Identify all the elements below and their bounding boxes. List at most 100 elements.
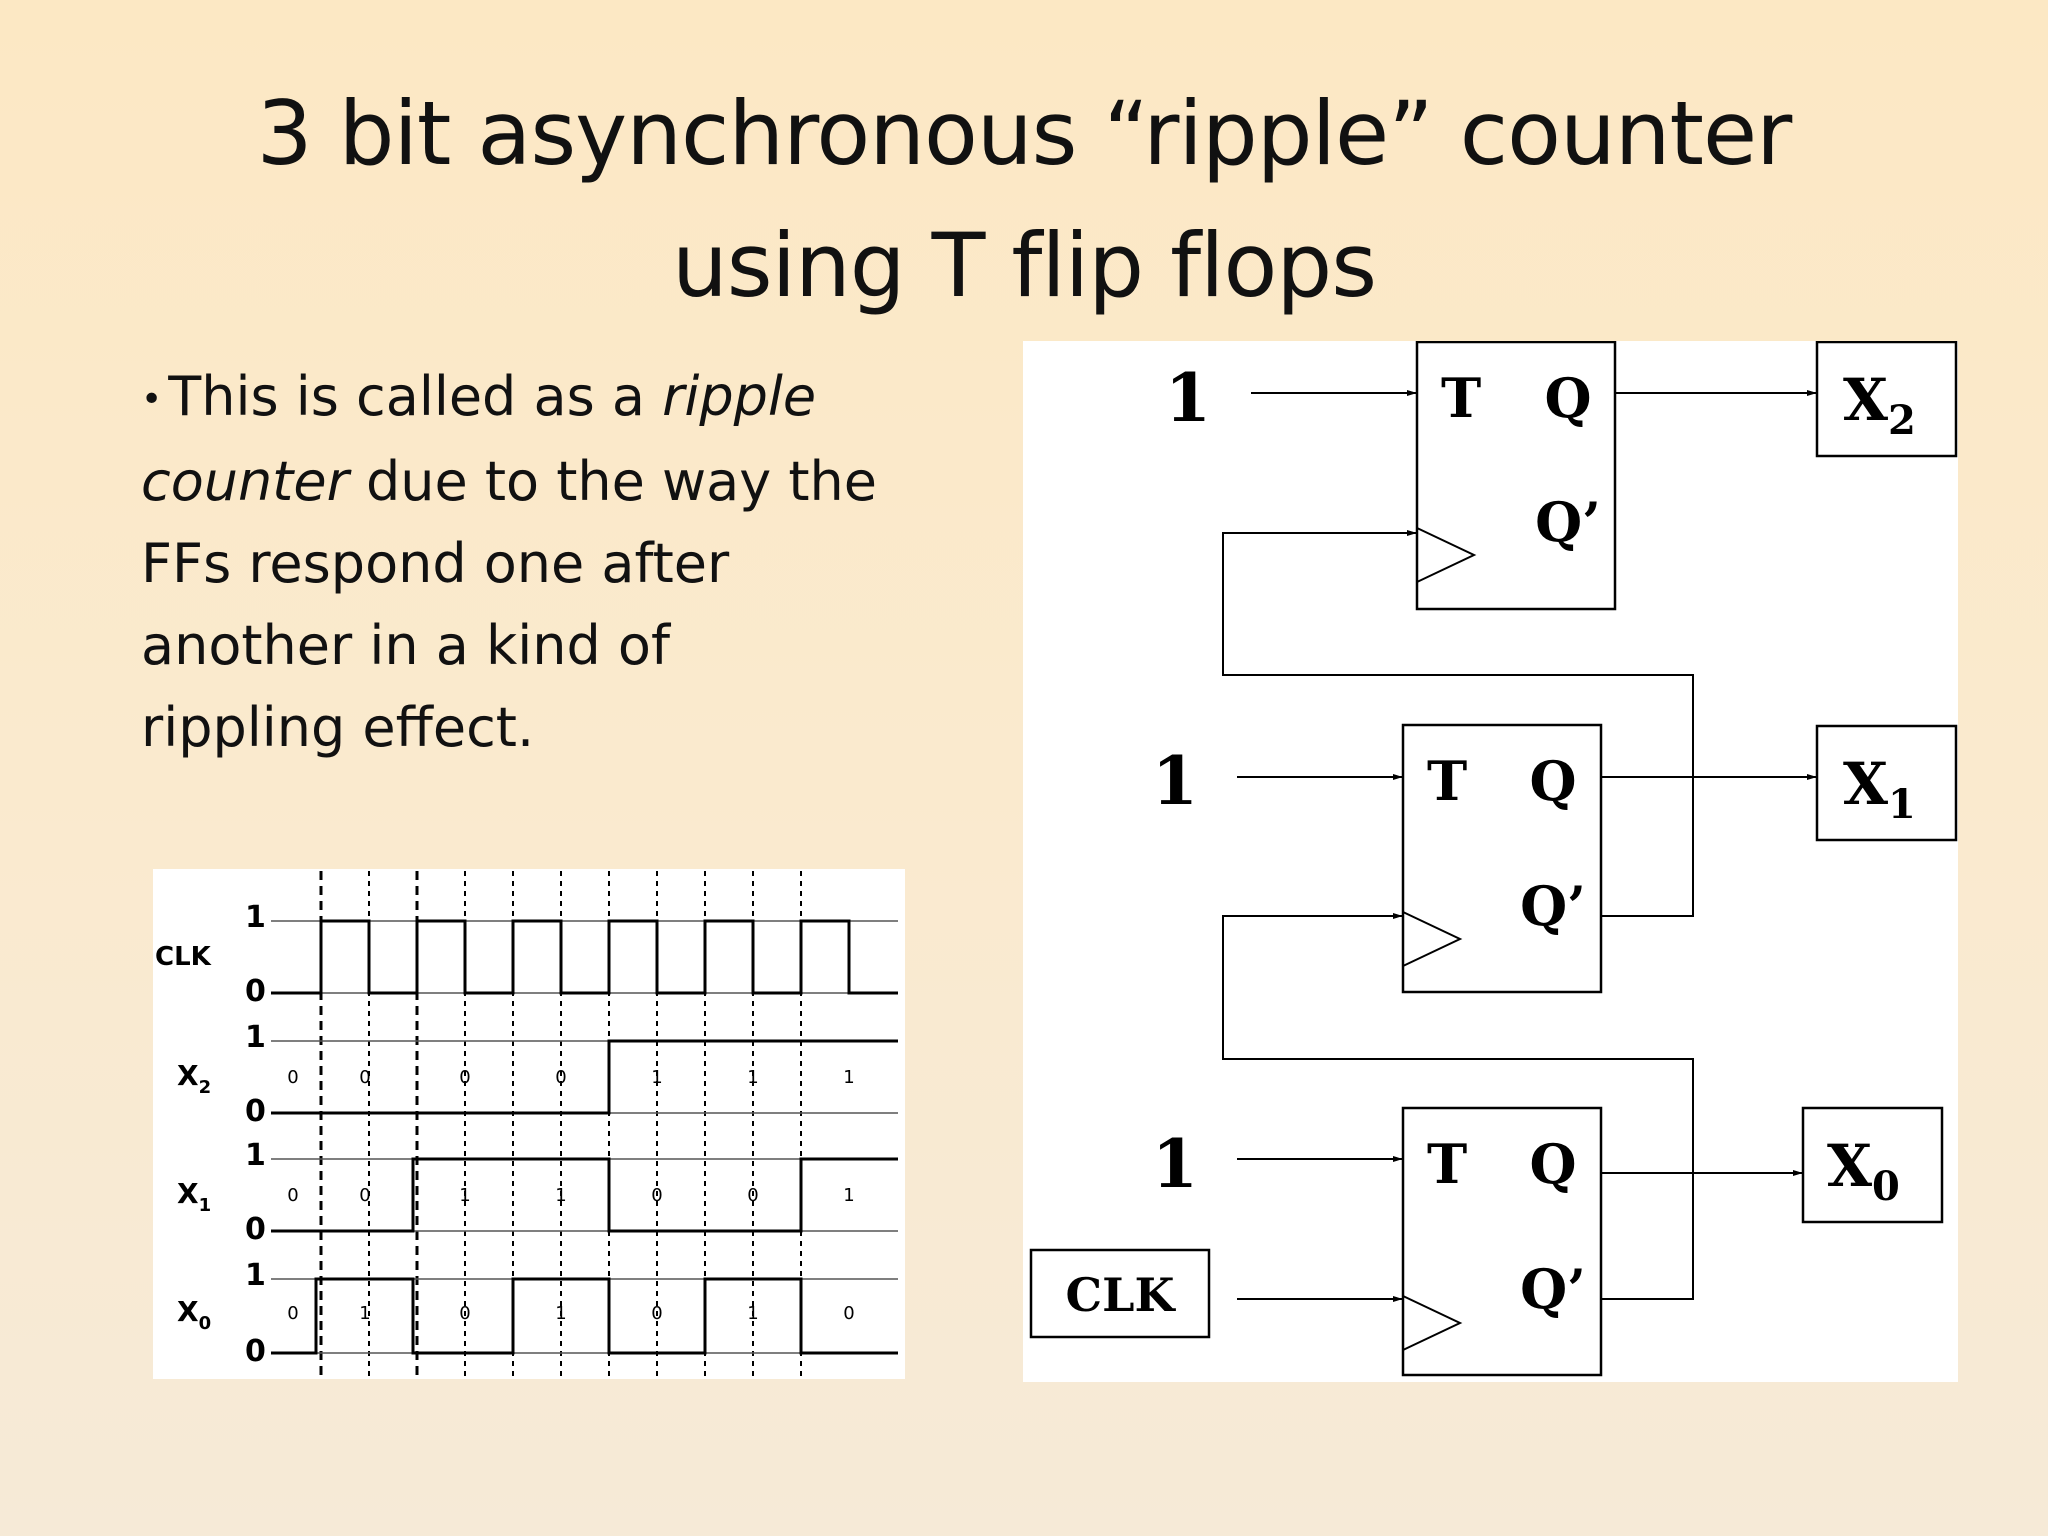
x2-level-high: 1: [245, 1020, 266, 1055]
ff0-input-one: 1: [1152, 1125, 1198, 1203]
bullet-seg-4: due to the way the: [348, 450, 877, 514]
ff1-qbar-to-ff2-clock-wire: [1222, 530, 1694, 917]
ff1-clock-triangle: [1402, 911, 1463, 967]
ff0-t-label: T: [1427, 1132, 1467, 1196]
x1-sub: 1: [199, 1195, 212, 1216]
x2-value: 0: [287, 1067, 298, 1088]
x2-row-label: X2: [177, 1059, 211, 1098]
x1-value: 1: [843, 1185, 854, 1206]
x0-level-high: 1: [245, 1258, 266, 1293]
x0-value: 1: [555, 1303, 566, 1324]
flip-flop-x0: T Q Q’ 1 X0: [1152, 1106, 1944, 1377]
x2-value: 1: [843, 1067, 854, 1088]
x1-value: 0: [359, 1185, 370, 1206]
ff1-qbar-label: Q’: [1520, 874, 1586, 938]
title-line-2: using T flip flops: [671, 214, 1377, 317]
bullet-seg-counter: counter: [141, 450, 349, 514]
x0-sub: 0: [199, 1313, 212, 1334]
x0-row-label: X0: [177, 1295, 211, 1334]
x0-output-label: X0: [1827, 1132, 1900, 1210]
circuit-svg: .w { stroke: #000; stroke-width: 2; fill…: [1029, 340, 1958, 1377]
x2-value: 1: [651, 1067, 662, 1088]
clk-label: CLK: [1066, 1268, 1177, 1322]
x1-value: 0: [287, 1185, 298, 1206]
x2-output-box: [1815, 340, 1958, 458]
clk-box: [1029, 1248, 1211, 1339]
x1-name: X: [177, 1177, 199, 1210]
x2-value: 0: [459, 1067, 470, 1088]
ff2-input-one: 1: [1165, 359, 1211, 437]
ff2-t-label: T: [1441, 366, 1481, 430]
timing-diagram: CLK 1 0 X2 1 0 0 0 0 0 1 1 1 X1 1 0 0 0 …: [153, 869, 905, 1379]
x0-output-name: X: [1827, 1132, 1872, 1200]
x0-name: X: [177, 1295, 199, 1328]
ff0-qbar-to-ff1-clock-wire: [1222, 913, 1694, 1300]
bullet-line-2: counter due to the way the: [141, 441, 941, 523]
ff2-qbar-label: Q’: [1535, 490, 1601, 554]
timing-svg: CLK 1 0 X2 1 0 0 0 0 0 1 1 1 X1 1 0 0 0 …: [155, 871, 898, 1377]
x2-values: 0 0 0 0 1 1 1: [287, 1067, 854, 1088]
title-line-1: 3 bit asynchronous “ripple” counter: [256, 82, 1793, 185]
ff0-qbar-label: Q’: [1520, 1257, 1586, 1321]
x2-level-low: 0: [245, 1094, 266, 1129]
ff1-q-label: Q: [1529, 749, 1576, 813]
x1-values: 0 0 1 1 0 0 1: [287, 1185, 854, 1206]
x1-waveform: [271, 1157, 898, 1233]
x0-value: 0: [843, 1303, 854, 1324]
clk-level-high: 1: [245, 900, 266, 935]
x1-value: 1: [555, 1185, 566, 1206]
x1-value: 1: [459, 1185, 470, 1206]
bullet-line-5: rippling effect.: [141, 696, 535, 760]
ff1-input-one: 1: [1152, 742, 1198, 820]
x0-value: 1: [359, 1303, 370, 1324]
x2-sub: 2: [199, 1077, 212, 1098]
slide-title: 3 bit asynchronous “ripple” counter usin…: [0, 68, 2048, 332]
circuit-diagram: .w { stroke: #000; stroke-width: 2; fill…: [1023, 340, 1958, 1382]
x2-name: X: [177, 1059, 199, 1092]
x0-value: 0: [287, 1303, 298, 1324]
bullet-marker: •: [141, 379, 163, 421]
x1-output-sub: 1: [1888, 781, 1916, 828]
x0-level-low: 0: [245, 1334, 266, 1369]
x0-output-sub: 0: [1872, 1163, 1900, 1210]
bullet-line-4: another in a kind of: [141, 614, 670, 678]
x1-value: 0: [747, 1185, 758, 1206]
ff2-clock-triangle: [1416, 527, 1477, 583]
x1-value: 0: [651, 1185, 662, 1206]
bullet-seg-1: This is called as a: [168, 365, 663, 428]
x0-value: 0: [459, 1303, 470, 1324]
x0-waveform: [271, 1277, 898, 1355]
ff2-q-label: Q: [1544, 366, 1591, 430]
bullet-seg-ripple: ripple: [662, 365, 817, 428]
ff1-t-label: T: [1427, 749, 1467, 813]
timing-baselines: [271, 920, 898, 1354]
ff2-box: [1415, 340, 1617, 611]
ff1-box: [1401, 723, 1603, 994]
x1-output-label: X1: [1843, 750, 1916, 828]
ff0-clock-triangle: [1402, 1295, 1463, 1351]
flip-flop-x1: T Q Q’ 1 X1: [1152, 723, 1958, 994]
x0-values: 0 1 0 1 0 1 0: [287, 1303, 854, 1324]
x2-output-sub: 2: [1888, 397, 1916, 444]
clk-row-label: CLK: [155, 942, 212, 972]
x2-value: 0: [359, 1067, 370, 1088]
x2-value: 1: [747, 1067, 758, 1088]
x2-output-name: X: [1843, 366, 1888, 434]
ff0-box: [1401, 1106, 1603, 1377]
x0-value: 0: [651, 1303, 662, 1324]
flip-flop-x2: T Q Q’ 1 X2: [1165, 340, 1958, 611]
x2-value: 0: [555, 1067, 566, 1088]
bullet-line-3: FFs respond one after: [141, 532, 730, 596]
x1-level-low: 0: [245, 1212, 266, 1247]
x1-output-box: [1815, 724, 1958, 842]
x0-value: 1: [747, 1303, 758, 1324]
clock-input: CLK: [1029, 1248, 1403, 1339]
x0-output-box: [1801, 1106, 1944, 1224]
clk-level-low: 0: [245, 974, 266, 1009]
x2-waveform: [271, 1039, 898, 1115]
bullet-line-1: •This is called as a ripple: [141, 356, 941, 441]
x1-row-label: X1: [177, 1177, 211, 1216]
bullet-text: •This is called as a ripple counter due …: [141, 356, 941, 769]
x1-level-high: 1: [245, 1138, 266, 1173]
x2-output-label: X2: [1843, 366, 1916, 444]
